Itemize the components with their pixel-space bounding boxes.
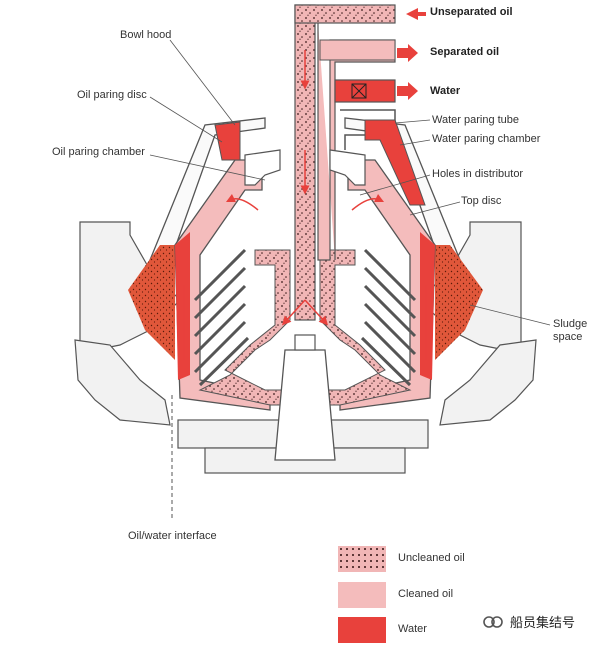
legend-cleaned-oil-swatch <box>338 582 386 608</box>
water-arrow <box>397 82 418 100</box>
legend-water-label: Water <box>398 623 427 635</box>
oil-paring-disc <box>214 121 241 161</box>
wechat-official-account-icon <box>483 615 503 628</box>
spindle-top <box>294 334 316 351</box>
paring-chambers <box>244 149 366 186</box>
bowl-hood-label: Bowl hood <box>120 29 172 41</box>
separated-oil-label: Separated oil <box>430 46 500 58</box>
water-paring-chamber <box>364 119 426 206</box>
sludge-space-label-1: Sludge <box>553 318 588 330</box>
leader-lines <box>149 39 551 326</box>
legend-water-swatch <box>338 617 386 643</box>
legend-cleaned-oil-label: Cleaned oil <box>398 588 454 600</box>
holes-in-distributor-label: Holes in distributor <box>432 168 524 180</box>
legend-uncleaned-oil-label: Uncleaned oil <box>398 552 465 564</box>
top-disc-label: Top disc <box>461 195 502 207</box>
flow-arrows <box>179 50 431 360</box>
spindle <box>274 349 336 461</box>
oil-paring-chamber-label: Oil paring chamber <box>52 146 145 158</box>
water-valve <box>351 83 367 99</box>
water-outlet-label: Water <box>430 85 461 97</box>
outlet-arrows <box>397 8 426 100</box>
water-paring-tube-label: Water paring tube <box>432 114 520 126</box>
water-outlet-pipe <box>334 79 396 103</box>
water-paring-chamber-label: Water paring chamber <box>432 133 541 145</box>
sludge-space-label-2: space <box>553 331 583 343</box>
oil-paring-disc-label: Oil paring disc <box>77 89 147 101</box>
inlet-pipe-top <box>294 4 396 24</box>
unseparated-oil-label: Unseparated oil <box>430 6 513 18</box>
water-layer <box>175 232 435 380</box>
watermark: 船员集结号 <box>482 612 575 631</box>
separated-oil-arrow <box>397 44 418 62</box>
sludge-space-right <box>435 245 483 360</box>
legend-uncleaned-oil-swatch <box>338 546 386 572</box>
sludge-space-left <box>128 245 175 360</box>
oil-water-interface-label: Oil/water interface <box>128 530 217 542</box>
unseparated-oil-arrow <box>406 8 426 20</box>
disc-stack <box>193 248 417 387</box>
watermark-text: 船员集结号 <box>510 615 576 630</box>
oil-outlet-pipe <box>319 39 396 61</box>
